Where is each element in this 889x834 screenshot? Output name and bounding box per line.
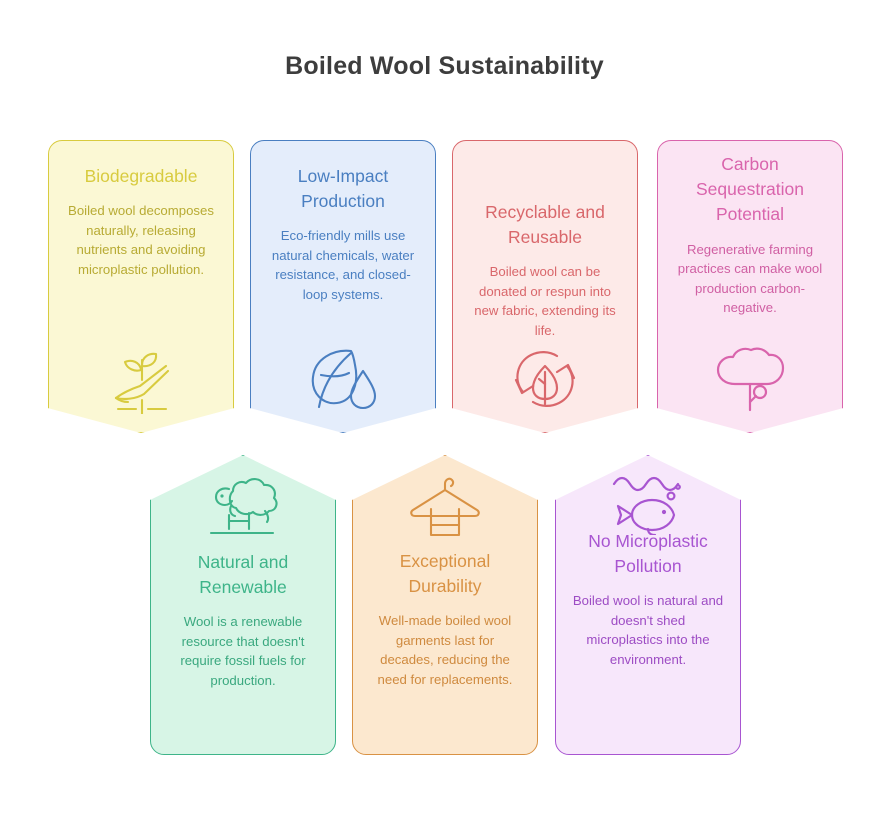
card-icon-slot [555, 473, 741, 535]
card-title: No Microplastic Pollution [588, 531, 708, 577]
recycle-leaf-icon [509, 348, 581, 410]
card-title: Low-Impact Production [297, 166, 389, 212]
card-title: Biodegradable [84, 166, 198, 186]
card-title: Natural and Renewable [197, 552, 289, 598]
card-icon-slot [250, 345, 436, 411]
card-icon-slot [150, 475, 336, 539]
card-description: Wool is a renewable resource that doesn'… [180, 614, 306, 688]
card-shape [250, 140, 436, 433]
card-description: Regenerative farming practices can make … [677, 241, 823, 316]
card-icon-slot [48, 352, 234, 414]
page-title: Boiled Wool Sustainability [285, 52, 604, 80]
card-icon-slot [657, 346, 843, 412]
card-title: Carbon Sequestration Potential [696, 154, 804, 225]
sprout-in-hand-icon [106, 352, 176, 414]
card-description: Boiled wool can be donated or respun int… [474, 264, 616, 338]
card-shape [352, 455, 538, 755]
card-shape [150, 455, 336, 755]
fish-water-icon [608, 473, 688, 535]
card-title: Recyclable and Reusable [485, 202, 605, 248]
card-description: Well-made boiled wool garments last for … [377, 613, 513, 687]
card-icon-slot [352, 473, 538, 539]
clothes-hanger-icon [405, 473, 485, 539]
leaf-water-drop-icon [305, 345, 381, 411]
card-icon-slot [452, 348, 638, 410]
card-title: Exceptional Durability [399, 551, 491, 597]
card-description: Boiled wool decomposes naturally, releas… [68, 203, 214, 277]
sheep-icon [203, 475, 283, 539]
card-description: Eco-friendly mills use natural chemicals… [271, 228, 415, 302]
card-description: Boiled wool is natural and doesn't shed … [572, 593, 724, 667]
tree-cloud-icon [713, 346, 787, 412]
card-shape [555, 455, 741, 755]
